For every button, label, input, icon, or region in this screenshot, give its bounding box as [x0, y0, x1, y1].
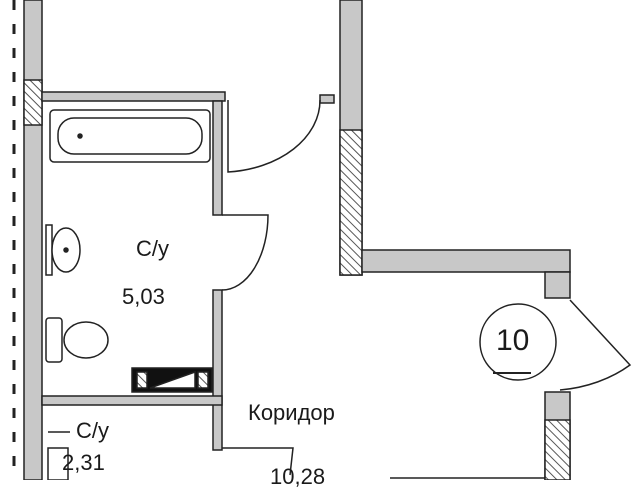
bathtub-inner — [57, 117, 203, 155]
apartment-marker-circle — [479, 303, 557, 381]
room-area-wc: 2,31 — [62, 450, 105, 475]
partition-wall — [212, 100, 223, 216]
partition-wall — [212, 289, 223, 451]
bathroom-door — [221, 214, 269, 291]
left-wall — [23, 0, 43, 480]
room-name-wc: С/у — [76, 418, 109, 443]
room-name-bathroom: С/у — [136, 236, 169, 261]
apartment-marker: 10 — [496, 324, 530, 357]
corridor-door — [227, 99, 321, 173]
entrance-door — [559, 299, 632, 391]
room-area-bathroom: 5,03 — [122, 284, 165, 309]
entrance-wall — [361, 249, 571, 273]
room-name-corridor: Коридор — [248, 400, 335, 425]
toilet-tank — [45, 317, 63, 363]
bathroom-top-wall — [41, 91, 226, 102]
left-wall-hatched — [23, 79, 43, 126]
toilet — [63, 321, 109, 359]
bathroom-bottom-wall — [41, 395, 223, 406]
room-area-corridor: 10,28 — [270, 464, 326, 489]
